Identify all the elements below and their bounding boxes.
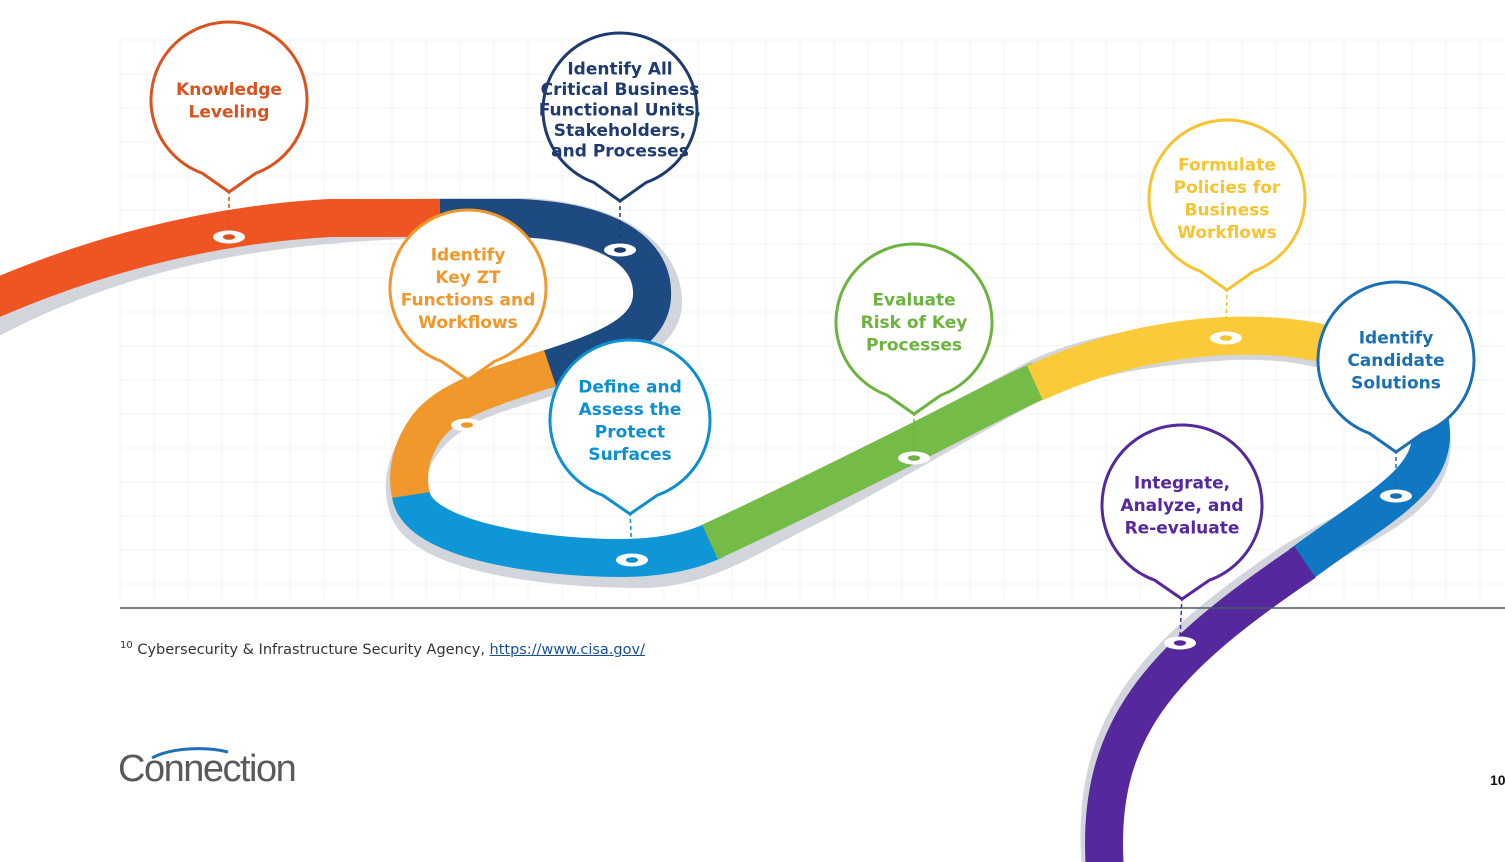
connector-line bbox=[1225, 287, 1228, 333]
bubble-text-line: Functions and bbox=[401, 290, 536, 310]
road-segment-orange-red bbox=[0, 199, 445, 317]
bubble-text-line: Analyze, and bbox=[1120, 496, 1243, 516]
bubble-text-line: Surfaces bbox=[588, 445, 671, 465]
bubble-text-line: Stakeholders, bbox=[554, 121, 687, 141]
footnote-number: 10 bbox=[120, 640, 133, 651]
bubble-text-line: Integrate, bbox=[1134, 474, 1230, 494]
bubble-text-line: Re-evaluate bbox=[1125, 519, 1240, 539]
bubble-text-line: Protect bbox=[595, 422, 665, 442]
bubble-text-line: Functional Units, bbox=[539, 100, 701, 120]
page-number: 10 bbox=[1490, 772, 1505, 788]
logo-arc-icon bbox=[151, 747, 229, 760]
road-marker-dot bbox=[223, 234, 235, 240]
road-segment-cyan bbox=[392, 489, 724, 578]
bubble-text-line: and Processes bbox=[551, 141, 689, 161]
road-marker-dot bbox=[614, 247, 626, 253]
bubble-text-line: Risk of Key bbox=[861, 313, 968, 333]
footnote: 10 Cybersecurity & Infrastructure Securi… bbox=[120, 640, 645, 658]
bubble-outline bbox=[1147, 118, 1307, 292]
bubble-outline bbox=[541, 31, 699, 203]
road-segment-green bbox=[702, 362, 1048, 560]
bubble-text-line: Critical Business bbox=[541, 80, 700, 100]
bubble-text-line: Identify bbox=[1359, 329, 1434, 349]
connector-line bbox=[629, 511, 633, 555]
bubble-text-line: Key ZT bbox=[435, 268, 501, 288]
bubble-outline bbox=[388, 208, 548, 382]
road-marker-dot bbox=[908, 455, 920, 461]
bubble-outline bbox=[1316, 280, 1476, 454]
bubble-text-line: Workflows bbox=[418, 313, 518, 333]
bubble-text-line: Assess the bbox=[579, 400, 682, 420]
bubble-text-line: Candidate bbox=[1347, 351, 1444, 371]
bubble-text-line: Identify All bbox=[567, 59, 672, 79]
bubble-text-line: Define and bbox=[578, 377, 682, 397]
bubble-text-line: Identify bbox=[431, 245, 506, 265]
road-marker-dot bbox=[1220, 335, 1232, 341]
bubble-text-line: Evaluate bbox=[872, 291, 955, 311]
bubble-text-line: Formulate bbox=[1178, 155, 1276, 175]
bubble-text-line: Policies for bbox=[1174, 178, 1281, 198]
bubble-outline bbox=[1100, 423, 1264, 601]
road-segment-orange bbox=[390, 349, 557, 505]
footnote-link[interactable]: https://www.cisa.gov/ bbox=[489, 641, 645, 658]
bubble-outline bbox=[548, 338, 712, 516]
bubble-text-line: Solutions bbox=[1351, 374, 1441, 394]
bubble-outline bbox=[834, 242, 994, 416]
road-segment-purple bbox=[1085, 546, 1316, 862]
road-marker-dot bbox=[1174, 640, 1186, 646]
bubble-outline bbox=[149, 20, 309, 194]
bubble-text-line: Knowledge bbox=[176, 80, 282, 100]
road-marker-dot bbox=[626, 557, 638, 563]
bubble-text-line: Workflows bbox=[1177, 223, 1277, 243]
bubble-text-line: Leveling bbox=[189, 102, 270, 122]
footnote-text: Cybersecurity & Infrastructure Security … bbox=[132, 641, 490, 658]
road-marker-dot bbox=[461, 422, 473, 428]
road-marker-dot bbox=[1390, 493, 1402, 499]
bubble-text-line: Business bbox=[1185, 200, 1270, 220]
connection-logo: Connection bbox=[118, 748, 297, 790]
bubble-text-line: Processes bbox=[866, 336, 962, 356]
